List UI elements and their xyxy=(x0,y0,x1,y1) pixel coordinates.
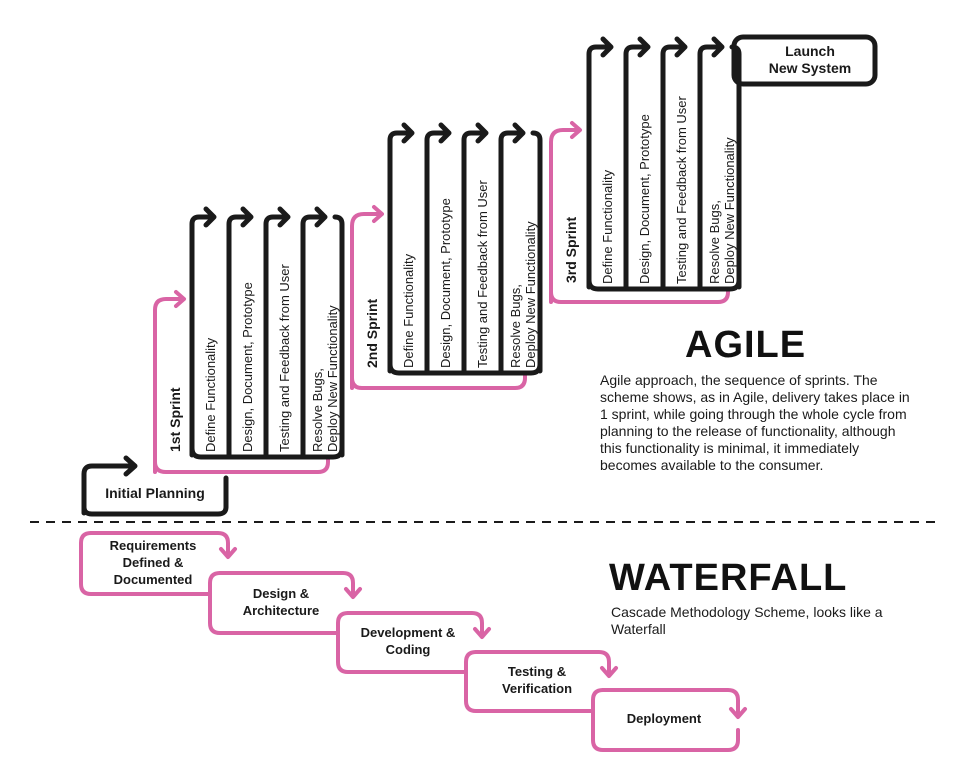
sprint-3-step-3: Testing and Feedback from User xyxy=(674,95,689,284)
stage-3-line-1: Development & xyxy=(361,625,456,640)
initial-planning-step: Initial Planning xyxy=(81,455,229,517)
waterfall-stage-3: Development & Coding xyxy=(336,611,491,674)
agile-title: AGILE xyxy=(685,324,807,366)
sprint-3-step-2: Design, Document, Prototype xyxy=(637,114,652,284)
stage-1-line-3: Documented xyxy=(114,572,193,587)
waterfall-stage-5: Deployment xyxy=(591,688,747,752)
sprint-2: 2nd Sprint Define Functionality Design, … xyxy=(350,122,543,390)
sprint-1: 1st Sprint Define Functionality Design, … xyxy=(153,206,345,474)
sprint-2-step-4-line-2: Deploy New Functionality xyxy=(523,221,538,368)
sprint-1-step-3: Testing and Feedback from User xyxy=(277,263,292,452)
sprint-1-step-4-line-2: Deploy New Functionality xyxy=(325,305,340,452)
stage-4-line-2: Verification xyxy=(502,681,572,696)
waterfall-stage-1: Requirements Defined & Documented xyxy=(79,531,237,596)
stage-1-line-1: Requirements xyxy=(110,538,197,553)
sprint-3: 3rd Sprint Define Functionality Design, … xyxy=(549,36,742,304)
sprint-1-step-2: Design, Document, Prototype xyxy=(240,282,255,452)
stage-1-line-2: Defined & xyxy=(123,555,184,570)
sprint-3-label: 3rd Sprint xyxy=(563,217,579,283)
launch-label-line-1: Launch xyxy=(785,43,835,59)
agile-description: Agile approach, the sequence of sprints.… xyxy=(600,372,910,473)
waterfall-description: Cascade Methodology Scheme, looks like a… xyxy=(611,604,883,637)
initial-planning-label: Initial Planning xyxy=(105,485,205,501)
sprint-2-step-4-line-1: Resolve Bugs, xyxy=(508,284,523,368)
stage-5-line-1: Deployment xyxy=(627,711,702,726)
launch-label-line-2: New System xyxy=(769,60,851,76)
sprint-3-step-4-line-1: Resolve Bugs, xyxy=(707,200,722,284)
sprint-3-step-4-line-2: Deploy New Functionality xyxy=(722,137,737,284)
waterfall-title: WATERFALL xyxy=(609,557,848,599)
sprint-2-step-2: Design, Document, Prototype xyxy=(438,198,453,368)
stage-3-line-2: Coding xyxy=(386,642,431,657)
sprint-3-step-1: Define Functionality xyxy=(600,169,615,284)
stage-2-line-1: Design & xyxy=(253,586,309,601)
launch-step: Launch New System xyxy=(731,34,878,87)
stage-2-line-2: Architecture xyxy=(243,603,320,618)
sprint-1-step-4-line-1: Resolve Bugs, xyxy=(310,368,325,452)
sprint-1-step-1: Define Functionality xyxy=(203,337,218,452)
waterfall-stage-2: Design & Architecture xyxy=(208,571,362,635)
stage-4-line-1: Testing & xyxy=(508,664,566,679)
sprint-2-step-3: Testing and Feedback from User xyxy=(475,179,490,368)
sprint-1-label: 1st Sprint xyxy=(167,387,183,452)
sprint-2-step-1: Define Functionality xyxy=(401,253,416,368)
sprint-2-label: 2nd Sprint xyxy=(364,298,380,368)
waterfall-stage-4: Testing & Verification xyxy=(464,650,618,713)
